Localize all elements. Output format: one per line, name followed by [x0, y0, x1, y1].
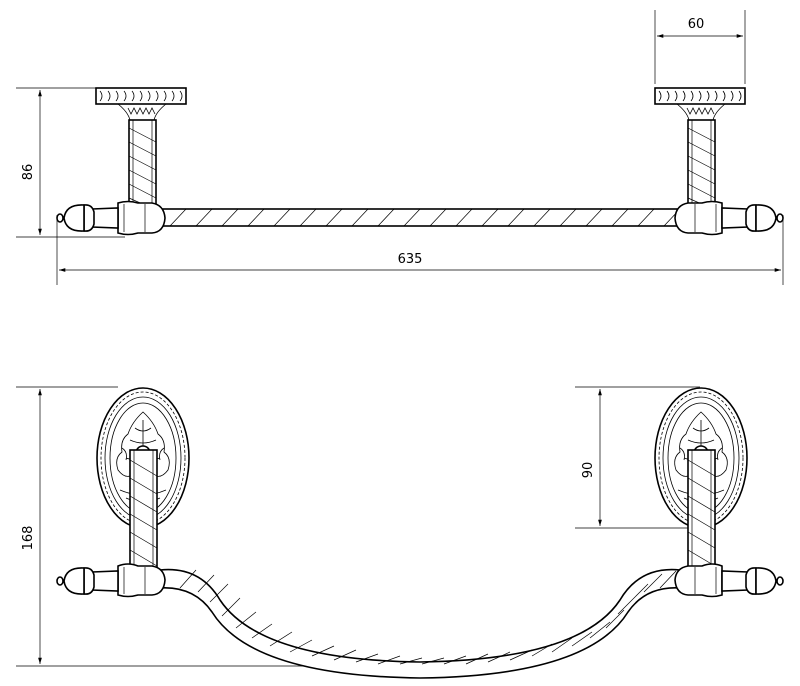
right-flange-top [654, 87, 746, 121]
right-post-front [687, 449, 716, 573]
right-end-cap-top [674, 200, 784, 236]
left-flange-top [95, 87, 187, 121]
dimension-label-90: 90 [581, 462, 596, 479]
dimension-overall-length: 635 [56, 215, 784, 285]
dimension-label-635: 635 [398, 252, 423, 267]
dimension-label-168: 168 [21, 526, 36, 551]
right-end-cap-front [674, 563, 784, 598]
left-end-cap-top [56, 200, 166, 236]
top-view: 60 86 635 [16, 10, 784, 285]
dimension-label-86: 86 [21, 164, 36, 181]
towel-bar-front [159, 568, 681, 679]
dimension-height-top: 86 [16, 87, 125, 238]
left-post-top [128, 119, 157, 211]
front-view: 168 90 [16, 386, 784, 679]
left-post-front [129, 449, 158, 573]
dimension-top-width: 60 [654, 10, 746, 84]
towel-bar-top [159, 208, 681, 227]
dimension-total-height: 168 [16, 386, 360, 667]
dimension-label-60: 60 [688, 17, 705, 32]
right-post-top [687, 119, 716, 211]
left-end-cap-front [56, 563, 166, 598]
dimension-bracket-height: 90 [575, 386, 700, 529]
